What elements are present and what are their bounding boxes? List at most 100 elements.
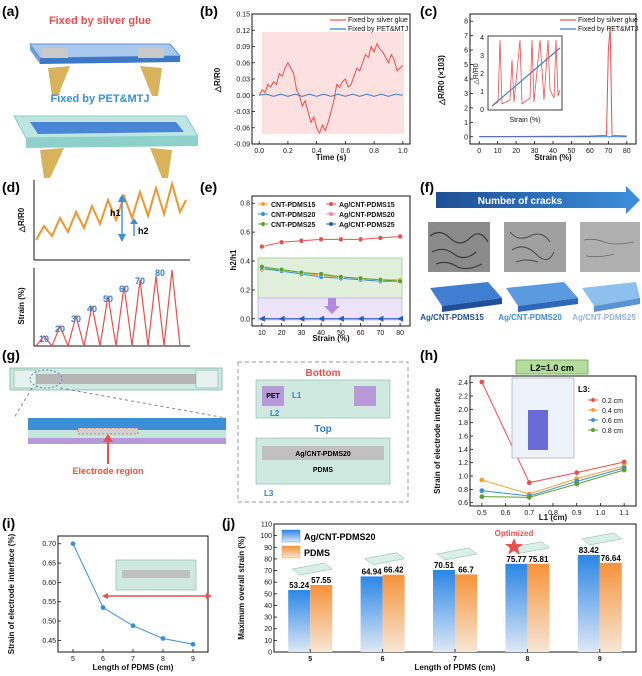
panel-b-xtick-label: 0.0 bbox=[254, 148, 264, 155]
panel-i-xtick-label: 9 bbox=[191, 656, 195, 663]
panel-j-ytick-label: 70 bbox=[264, 568, 272, 575]
panel-e-xtick-label: 20 bbox=[278, 330, 286, 337]
panel-h-point bbox=[479, 494, 485, 500]
panel-e-legend-marker bbox=[261, 212, 265, 216]
panel-c-xtick-label: 80 bbox=[623, 148, 631, 155]
panel-j-xtick-label: 7 bbox=[453, 656, 457, 663]
panel-c-legend-silver: Fixed by silver glue bbox=[578, 17, 638, 24]
inset-ytick-1: 1 bbox=[480, 89, 484, 96]
panel-h-legend-label: 0.4 cm bbox=[602, 408, 623, 415]
pet-mtj-device bbox=[13, 115, 199, 178]
panel-c-xlabel: Strain (%) bbox=[534, 153, 572, 162]
panel-b-ytick-label: 0.00 bbox=[236, 93, 250, 100]
panel-j-xtick-label: 5 bbox=[308, 656, 312, 663]
panel-j-bar-pdms bbox=[382, 574, 405, 652]
panel-e-point bbox=[377, 235, 383, 241]
panel-i-ylabel: Strain of electrode interface (%) bbox=[7, 533, 16, 654]
panel-label-d: (d) bbox=[2, 179, 20, 195]
panel-i-point bbox=[70, 541, 76, 547]
panel-e-legend-marker bbox=[261, 222, 265, 226]
panel-c-xtick-label: 30 bbox=[531, 148, 539, 155]
panel-j-xlabel: Length of PDMS (cm) bbox=[415, 663, 496, 672]
panel-e-point bbox=[338, 274, 344, 280]
panel-j-xtick-label: 9 bbox=[598, 656, 602, 663]
label-l1: L1 bbox=[292, 391, 302, 400]
panel-h-point bbox=[479, 488, 485, 494]
sample-label-25: Ag/CNT-PDMS25 bbox=[572, 313, 636, 322]
panel-h-ytick-label: 2.4 bbox=[458, 380, 468, 387]
panel-i-ytick-label: 0.50 bbox=[42, 619, 56, 626]
panel-d-strain-curve bbox=[35, 269, 181, 348]
label-l3: L3 bbox=[264, 489, 274, 498]
label-l2: L2 bbox=[270, 409, 280, 418]
label-bottom: Bottom bbox=[306, 368, 341, 379]
panel-j-device-illustration bbox=[291, 562, 333, 576]
panel-e-ytick-label: 0.2 bbox=[240, 287, 250, 294]
panel-j-bar-pdms bbox=[599, 562, 622, 652]
panel-c-xtick-label: 40 bbox=[549, 148, 557, 155]
panel-b-ytick-label: -0.06 bbox=[234, 125, 250, 132]
panel-h-point bbox=[574, 481, 580, 487]
panel-e-point bbox=[298, 238, 304, 244]
panel-h-ytick-label: 0.6 bbox=[458, 500, 468, 507]
panel-h-point bbox=[621, 467, 627, 473]
panel-b-xtick-label: 0.2 bbox=[283, 148, 293, 155]
panel-j-device-illustration bbox=[508, 541, 551, 555]
panel-j-value-pdms: 66.7 bbox=[458, 565, 474, 574]
panel-c-ytick-label: 1 bbox=[464, 120, 468, 127]
panel-c-ytick-label: 0 bbox=[464, 134, 468, 141]
inset-ytick-2: 2 bbox=[480, 71, 484, 78]
panel-j-ytick-label: 100 bbox=[260, 533, 272, 540]
label-h1: h1 bbox=[110, 208, 121, 218]
inset-ytick-3: 3 bbox=[480, 53, 484, 60]
panel-e-legend-label: CNT-PDMS15 bbox=[271, 202, 315, 209]
panel-h-point bbox=[479, 379, 485, 385]
panel-b-xlabel: Time (s) bbox=[316, 153, 347, 162]
panel-h-xtick-label: 0.6 bbox=[501, 510, 511, 517]
panel-e-point bbox=[318, 236, 324, 242]
panel-e-point bbox=[377, 277, 383, 283]
panel-label-j: (j) bbox=[222, 515, 235, 531]
panel-i-xtick-label: 6 bbox=[101, 656, 105, 663]
panel-c-xtick-label: 70 bbox=[604, 148, 612, 155]
panel-c-xtick-label: 10 bbox=[494, 148, 502, 155]
panel-d-ylabel-bottom: Strain (%) bbox=[17, 287, 26, 325]
panel-label-g: (g) bbox=[2, 347, 20, 363]
panel-e-ylabel: h2/h1 bbox=[229, 249, 238, 270]
panel-e-point bbox=[337, 315, 344, 322]
panel-h-title-box bbox=[515, 359, 589, 375]
panel-j-optimized: Optimized bbox=[495, 529, 534, 538]
panel-b-xtick-label: 0.4 bbox=[312, 148, 322, 155]
panel-e-point bbox=[278, 315, 285, 322]
panel-d-strain-label: 80 bbox=[155, 268, 165, 278]
panel-b-ytick-label: -0.09 bbox=[234, 142, 250, 149]
panel-b-legend-silver: Fixed by silver glue bbox=[348, 17, 408, 24]
panel-j-value-ag: 83.42 bbox=[579, 546, 600, 555]
panel-b-series-1 bbox=[259, 93, 403, 97]
sample-label-15: Ag/CNT-PDMS15 bbox=[420, 313, 484, 322]
panel-j-bar-ag bbox=[505, 563, 528, 652]
panel-h-series-1 bbox=[481, 465, 625, 495]
panel-e-legend-label: Ag/CNT-PDMS15 bbox=[339, 202, 395, 209]
cracks-arrow bbox=[436, 186, 640, 214]
panel-e-xlabel: Strain (%) bbox=[312, 334, 350, 343]
panel-e-xtick-label: 70 bbox=[376, 330, 384, 337]
panel-b-legend: Fixed by silver glue Fixed by PET&MTJ bbox=[330, 17, 408, 33]
inset-ylabel: △R/R0 bbox=[473, 63, 480, 84]
silver-glue-left bbox=[42, 48, 68, 58]
panel-h-l3-label: L3: bbox=[578, 385, 590, 394]
panel-e-point bbox=[279, 267, 285, 273]
panel-j-xtick-label: 6 bbox=[381, 656, 385, 663]
panel-b-ytick-label: -0.03 bbox=[234, 109, 250, 116]
panel-h-xtick-label: 0.7 bbox=[524, 510, 534, 517]
panel-e-legend-marker bbox=[261, 202, 265, 206]
panel-j-ytick-label: 110 bbox=[261, 522, 272, 529]
panel-h-ytick-label: 1.8 bbox=[458, 420, 468, 427]
panel-j-bar-ag bbox=[360, 576, 383, 652]
panel-e-point bbox=[397, 278, 403, 284]
